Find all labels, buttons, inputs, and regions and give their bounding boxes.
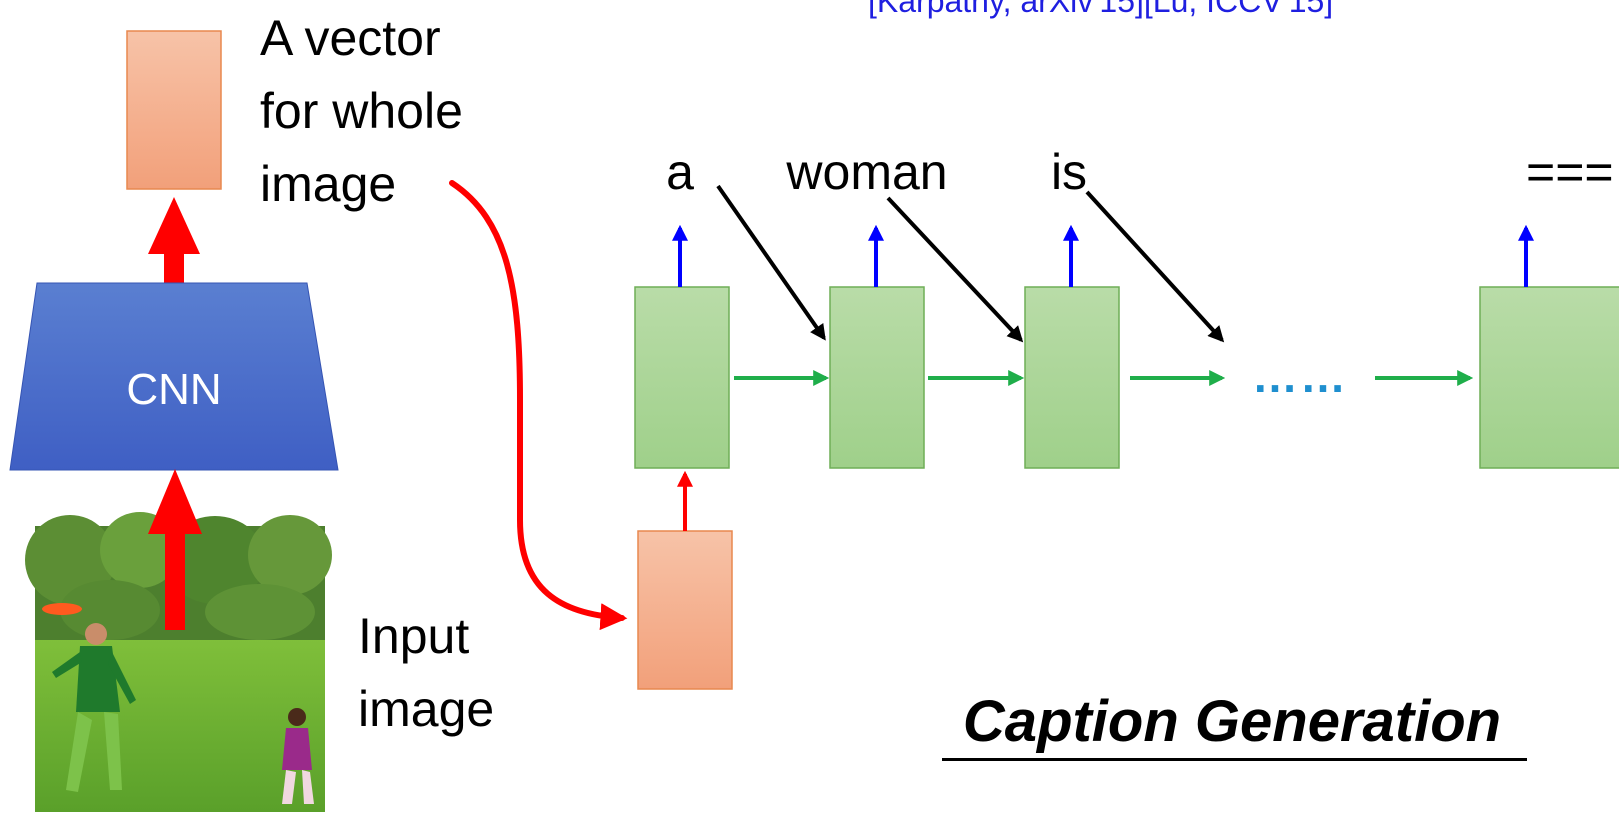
diagram-title: Caption Generation (963, 689, 1501, 754)
cnn-to-vector-arrow (148, 197, 200, 284)
rnn-cell-1 (634, 286, 730, 469)
rnn-cell-2 (829, 286, 925, 469)
input-image-label-line1: Input (358, 608, 469, 664)
vector-to-rnn-curve-arrow (449, 180, 628, 631)
vector-label-line3: image (260, 156, 396, 212)
cnn-block: CNN (9, 282, 339, 471)
word-feedback-arrow-3 (1085, 190, 1225, 343)
word-feedback-arrow-1 (716, 184, 826, 341)
vector-label-line1: A vector (260, 10, 441, 66)
image-vector-box (126, 30, 222, 190)
rnn-cell-3 (1024, 286, 1120, 469)
word-feedback-arrow-2 (886, 196, 1024, 343)
output-word-last: === (1526, 144, 1614, 200)
image-to-cnn-arrow (148, 469, 202, 630)
reference-citation: [Karpathy, arXiv'15][Lu, ICCV'15] (868, 0, 1333, 19)
cnn-label: CNN (126, 365, 221, 414)
output-word-1: a (666, 144, 694, 200)
title-underline (942, 758, 1527, 761)
rnn-cell-last (1479, 286, 1619, 469)
vector-label-line2: for whole (260, 83, 463, 139)
output-word-3: is (1051, 144, 1087, 200)
rnn-input-vector-box (637, 530, 733, 690)
output-word-2: woman (785, 144, 947, 200)
sequence-ellipsis: …… (1252, 350, 1348, 402)
input-image-label-line2: image (358, 681, 494, 737)
